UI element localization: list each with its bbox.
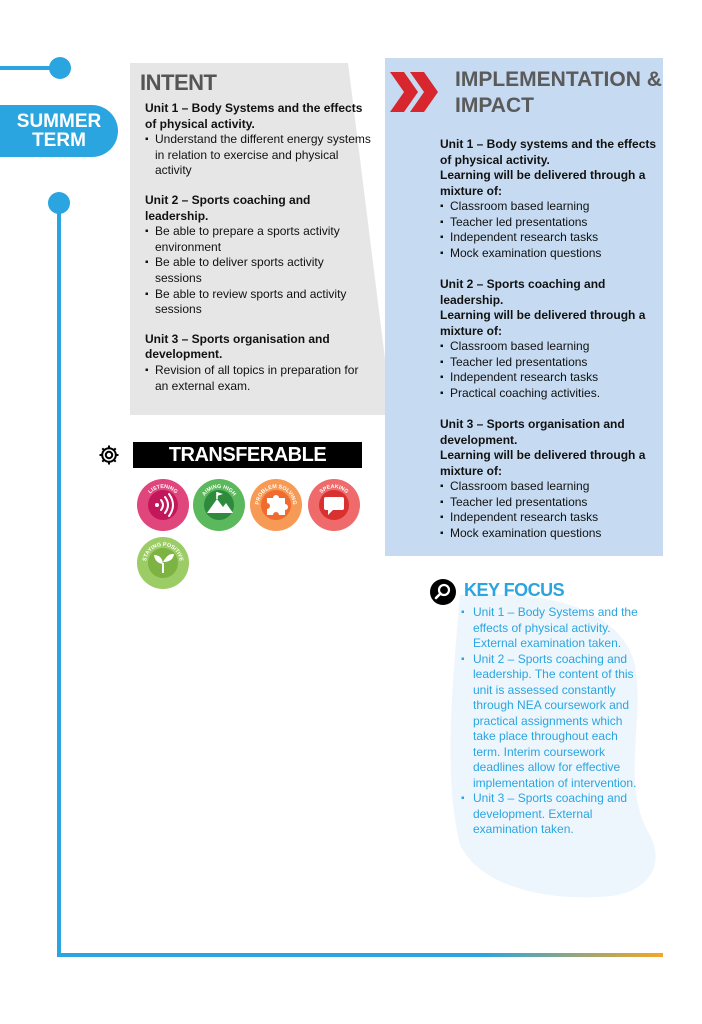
list-item: Classroom based learning [440,199,660,215]
skill-badge-problem-solving: PROBLEM SOLVING [250,479,302,531]
summer-term-badge: SUMMER TERM [0,105,118,157]
list-item: Mock examination questions [440,526,660,542]
badge-line-1: SUMMER [16,111,102,132]
timeline-line-top [0,66,58,70]
implementation-body: Unit 1 – Body systems and the effects of… [440,137,660,557]
list-item: Be able to review sports and activity se… [145,287,373,318]
impl-unit-2-heading: Unit 2 – Sports coaching and leadership. [440,277,606,307]
skill-badge-graphic: LISTENING [137,479,189,531]
intent-body: Unit 1 – Body Systems and the effects of… [145,101,373,408]
timeline-dot-middle [48,192,70,214]
intent-unit-1-heading: Unit 1 – Body Systems and the effects of… [145,101,363,131]
list-item: Teacher led presentations [440,215,660,231]
timeline-dot-top [49,57,71,79]
skill-badge-graphic: STAYING POSITIVE [137,537,189,589]
skill-badge-graphic: SPEAKING [308,479,360,531]
key-focus-body: Unit 1 – Body Systems and the effects of… [461,605,643,838]
skill-badge-speaking: SPEAKING [308,479,360,531]
skill-badge-listening: LISTENING [137,479,189,531]
impl-unit-1-sub: Learning will be delivered through a mix… [440,168,646,198]
list-item: Be able to deliver sports activity sessi… [145,255,373,286]
sprout-icon [154,553,174,573]
skill-badge-graphic: PROBLEM SOLVING [250,479,302,531]
transferable-skills-title: TRANSFERABLE SKILLS: [133,442,362,492]
puzzle-icon [267,495,288,515]
impl-unit-3-heading: Unit 3 – Sports organisation and develop… [440,417,625,447]
timeline-line-bottom [57,953,663,957]
implementation-title-line-1: IMPLEMENTATION & [455,68,662,91]
list-item: Unit 1 – Body Systems and the effects of… [461,605,643,652]
skill-label: LISTENING [147,484,178,495]
list-item: Teacher led presentations [440,495,660,511]
list-item: Practical coaching activities. [440,386,660,402]
impl-unit-3-sub: Learning will be delivered through a mix… [440,448,646,478]
implementation-panel-background [385,58,663,556]
sound-waves-icon [155,493,174,517]
timeline-line-vertical [57,202,61,957]
key-focus-title: KEY FOCUS [464,580,565,600]
list-item: Independent research tasks [440,370,660,386]
speech-bubble-icon [324,497,344,515]
list-item: Understand the different energy systems … [145,132,373,179]
list-item: Revision of all topics in preparation fo… [145,363,373,394]
skill-label: SPEAKING [319,484,350,495]
skill-badge-staying-positive: STAYING POSITIVE [137,537,189,589]
intent-title: INTENT [140,70,217,95]
gear-icon [99,445,119,465]
list-item: Mock examination questions [440,246,660,262]
list-item: Classroom based learning [440,479,660,495]
skill-badge-graphic: AIMING HIGH [193,479,245,531]
intent-unit-2-heading: Unit 2 – Sports coaching and leadership. [145,192,311,223]
implementation-title: IMPLEMENTATION & IMPACT [455,67,665,119]
list-item: Teacher led presentations [440,355,660,371]
magnifier-icon [430,579,456,605]
impl-unit-2-sub: Learning will be delivered through a mix… [440,308,646,338]
implementation-title-line-2: IMPACT [455,94,534,117]
badge-line-2: TERM [32,130,86,151]
impl-unit-1-heading: Unit 1 – Body systems and the effects of… [440,137,657,167]
list-item: Independent research tasks [440,230,660,246]
double-chevron-icon [390,72,438,112]
skill-badge-aiming-high: AIMING HIGH [193,479,245,531]
list-item: Unit 3 – Sports coaching and development… [461,791,643,838]
mountain-flag-icon [207,492,233,513]
list-item: Unit 2 – Sports coaching and leadership.… [461,652,643,792]
list-item: Independent research tasks [440,510,660,526]
intent-unit-3-heading: Unit 3 – Sports organisation and develop… [145,331,330,362]
list-item: Classroom based learning [440,339,660,355]
list-item: Be able to prepare a sports activity env… [145,224,373,255]
